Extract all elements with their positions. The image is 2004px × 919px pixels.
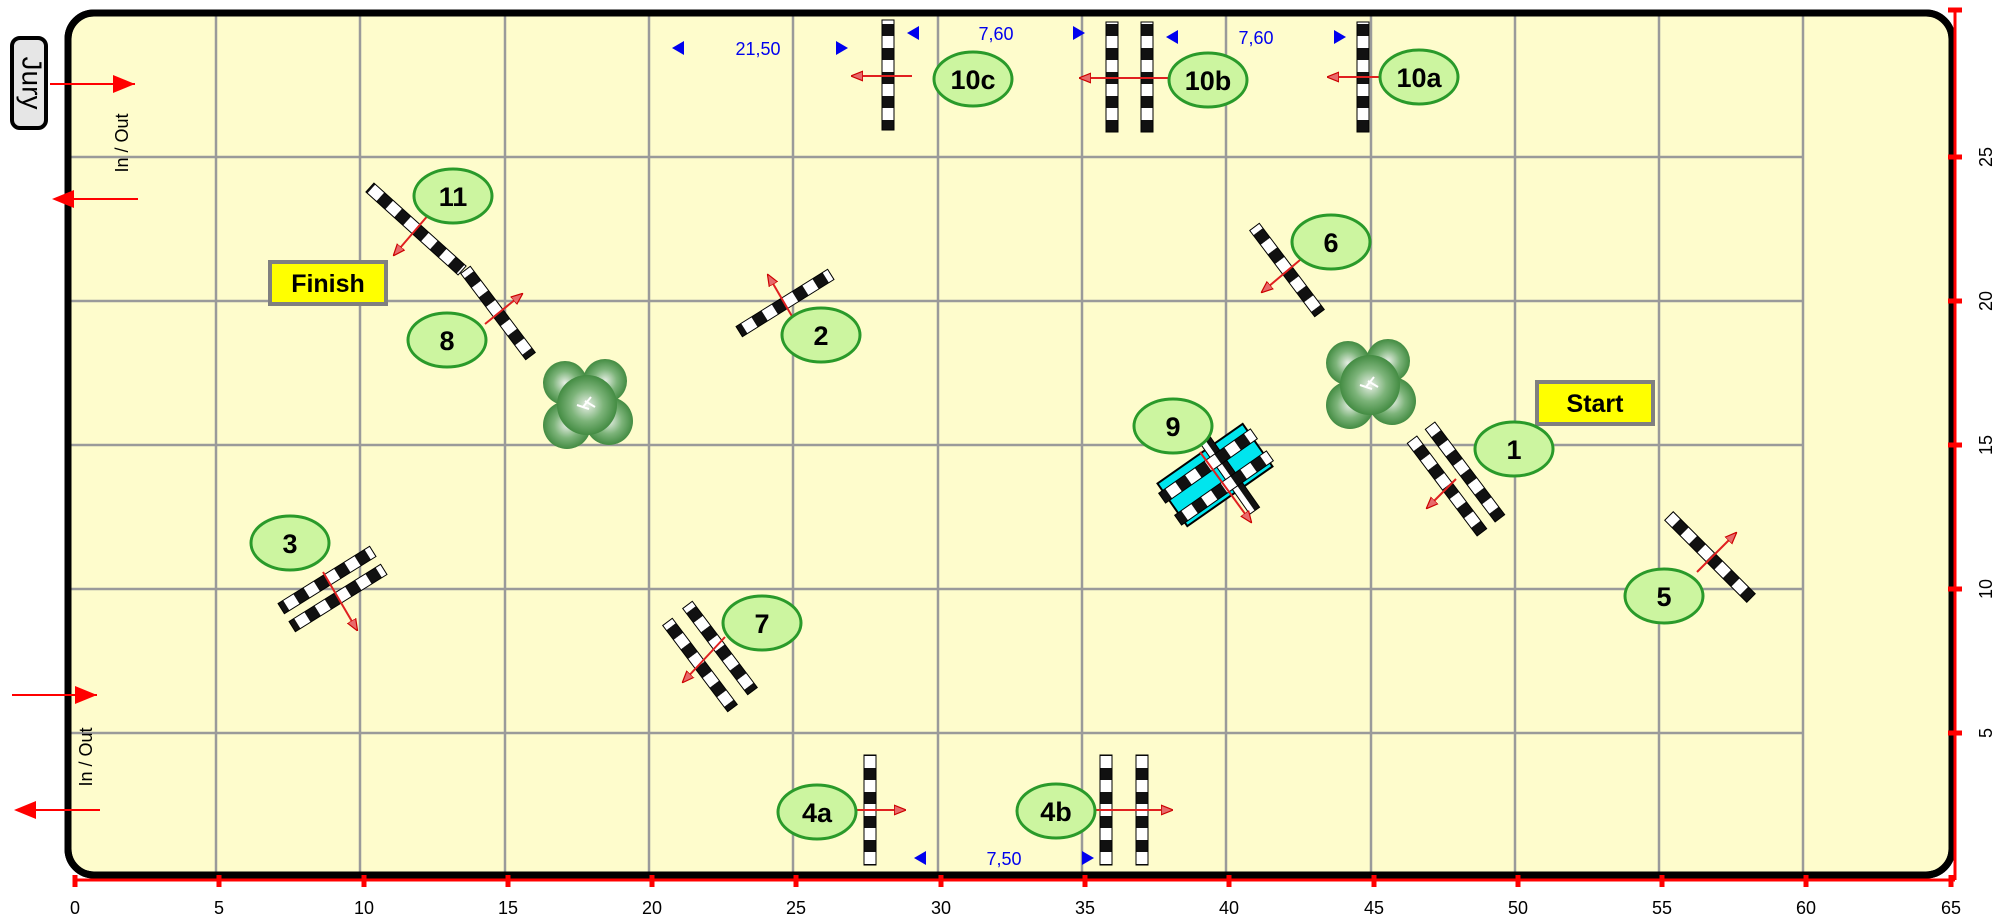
x-tick-0: 0 bbox=[70, 898, 80, 918]
number-8: 8 bbox=[406, 311, 488, 369]
start-label: Start bbox=[1567, 390, 1625, 418]
fence-3 bbox=[277, 545, 388, 631]
number-4a: 4a bbox=[776, 783, 858, 841]
svg-text:10a: 10a bbox=[1396, 63, 1442, 93]
svg-text:2: 2 bbox=[813, 321, 828, 351]
distance-bottom: 7,50 bbox=[986, 849, 1021, 869]
fence-7 bbox=[662, 600, 758, 713]
svg-text:7: 7 bbox=[754, 609, 769, 639]
y-tick-5: 5 bbox=[1976, 728, 1996, 738]
number-10c: 10c bbox=[932, 50, 1014, 108]
y-tick-20: 20 bbox=[1976, 291, 1996, 311]
number-10a: 10a bbox=[1378, 48, 1460, 106]
svg-text:10b: 10b bbox=[1185, 66, 1232, 96]
fence-10b bbox=[1080, 21, 1172, 133]
distance-markers: 21,50 7,60 7,60 7,50 bbox=[672, 24, 1346, 869]
x-tick-50: 50 bbox=[1508, 898, 1528, 918]
x-tick-30: 30 bbox=[931, 898, 951, 918]
number-7: 7 bbox=[721, 594, 803, 652]
jury-box: Jury bbox=[10, 36, 48, 130]
finish-sign: Finish bbox=[268, 260, 388, 306]
svg-text:5: 5 bbox=[1656, 582, 1671, 612]
y-tick-25: 25 bbox=[1976, 147, 1996, 167]
svg-text:4a: 4a bbox=[802, 798, 833, 828]
svg-text:10c: 10c bbox=[950, 65, 995, 95]
fence-4b bbox=[1084, 754, 1172, 866]
svg-text:11: 11 bbox=[439, 182, 468, 212]
x-axis: 0 5 10 15 20 25 30 35 40 45 50 55 60 65 bbox=[70, 875, 1961, 918]
in-out-label-top: In / Out bbox=[112, 113, 132, 172]
in-out-label-bottom: In / Out bbox=[76, 727, 96, 786]
distance-top-right: 7,60 bbox=[1238, 28, 1273, 48]
entrance-top: In / Out bbox=[50, 75, 138, 208]
y-axis: 5 10 15 20 25 bbox=[1948, 7, 1996, 880]
svg-text:6: 6 bbox=[1323, 228, 1338, 258]
number-10b: 10b bbox=[1167, 51, 1249, 109]
number-9: 9 bbox=[1132, 397, 1214, 455]
x-tick-10: 10 bbox=[354, 898, 374, 918]
fence-6 bbox=[1249, 222, 1325, 318]
svg-text:4b: 4b bbox=[1040, 797, 1072, 827]
bush-left bbox=[543, 359, 633, 449]
svg-text:1: 1 bbox=[1506, 435, 1521, 465]
fence-10a bbox=[1328, 21, 1382, 133]
svg-text:3: 3 bbox=[282, 529, 297, 559]
svg-text:8: 8 bbox=[439, 326, 454, 356]
x-tick-55: 55 bbox=[1652, 898, 1672, 918]
x-tick-15: 15 bbox=[498, 898, 518, 918]
number-5: 5 bbox=[1623, 567, 1705, 625]
y-tick-10: 10 bbox=[1976, 579, 1996, 599]
fence-1 bbox=[1406, 421, 1506, 537]
number-11: 11 bbox=[412, 167, 494, 225]
y-tick-15: 15 bbox=[1976, 435, 1996, 455]
number-6: 6 bbox=[1290, 213, 1372, 271]
fence-10c bbox=[852, 19, 912, 131]
x-tick-25: 25 bbox=[786, 898, 806, 918]
distance-top-mid: 7,60 bbox=[978, 24, 1013, 44]
start-sign: Start bbox=[1535, 380, 1655, 426]
bush-right bbox=[1326, 339, 1416, 429]
x-tick-20: 20 bbox=[642, 898, 662, 918]
number-4b: 4b bbox=[1015, 782, 1097, 840]
fence-11 bbox=[365, 182, 467, 276]
x-tick-40: 40 bbox=[1219, 898, 1239, 918]
number-2: 2 bbox=[780, 306, 862, 364]
x-tick-45: 45 bbox=[1364, 898, 1384, 918]
x-tick-65: 65 bbox=[1941, 898, 1961, 918]
entrance-bottom: In / Out bbox=[12, 686, 100, 819]
finish-label: Finish bbox=[291, 270, 365, 298]
fence-4a bbox=[856, 754, 905, 866]
jury-label: Jury bbox=[17, 57, 48, 110]
fence-9-water bbox=[1156, 421, 1275, 528]
x-tick-35: 35 bbox=[1075, 898, 1095, 918]
x-tick-60: 60 bbox=[1796, 898, 1816, 918]
fence-2 bbox=[735, 268, 835, 338]
fence-5 bbox=[1664, 511, 1756, 603]
fence-8 bbox=[460, 265, 536, 361]
distance-top-left: 21,50 bbox=[735, 39, 780, 59]
number-3: 3 bbox=[249, 514, 331, 572]
x-tick-5: 5 bbox=[214, 898, 224, 918]
number-1: 1 bbox=[1473, 420, 1555, 478]
svg-text:9: 9 bbox=[1165, 412, 1180, 442]
